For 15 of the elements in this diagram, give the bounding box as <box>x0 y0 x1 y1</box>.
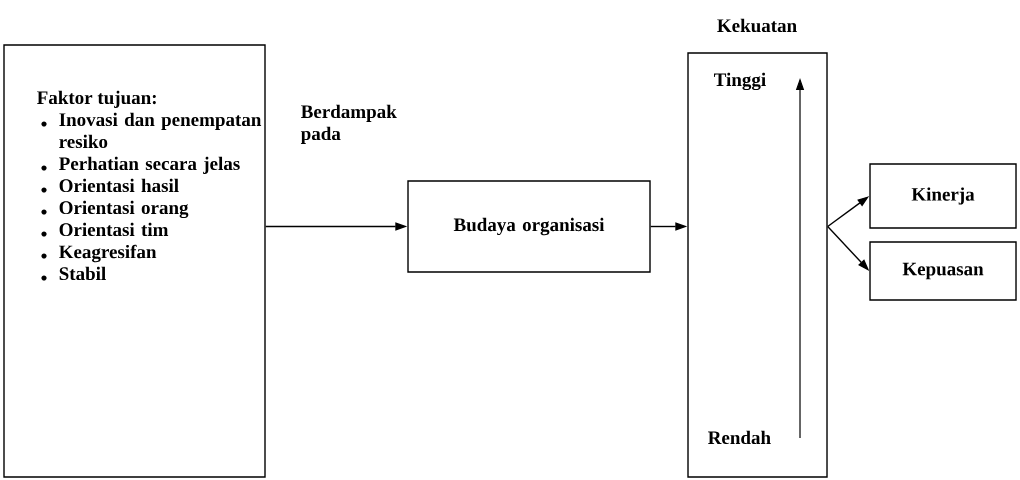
edge-label: Berdampak pada <box>300 104 397 144</box>
scale-label: Rendah <box>708 430 771 445</box>
list-item: Orientasi hasil <box>41 178 179 193</box>
list-item: Perhatian secara jelas <box>41 156 240 174</box>
heading-text: Faktor tujuan: <box>37 90 156 108</box>
list-item: Inovasi dan penempatan resiko <box>41 112 262 149</box>
list-item: Orientasi orang <box>41 200 189 219</box>
list-item: Stabil <box>41 266 106 281</box>
process-box: Kinerja <box>869 163 1017 229</box>
scale-label: Tinggi <box>714 72 766 91</box>
heading-text: Kekuatan <box>717 18 797 33</box>
process-box: Budaya organisasi <box>407 180 651 273</box>
process-box: Kepuasan <box>869 241 1017 301</box>
list-item: Keagresifan <box>41 244 157 263</box>
list-item: Orientasi tim <box>41 222 169 237</box>
